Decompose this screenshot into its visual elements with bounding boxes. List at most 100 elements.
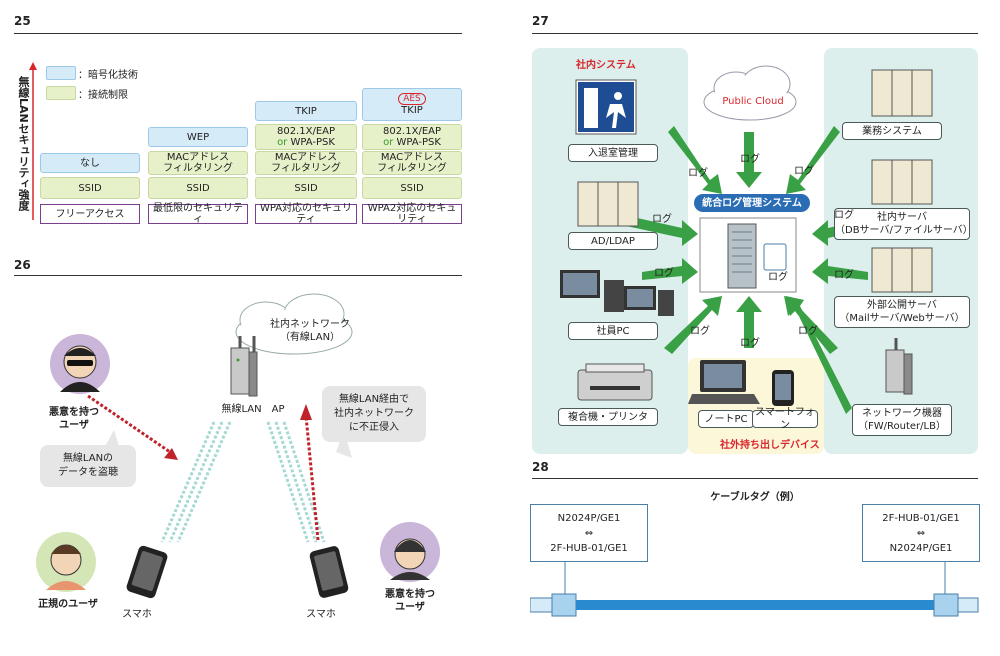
right-tag-arrow: ⇔ [916,527,926,539]
cable-diagram [530,562,979,617]
fig27-number: 27 [532,14,549,28]
col1-ssid: SSID [40,177,140,199]
cable [576,600,934,610]
public-cloud-icon [703,65,797,121]
col4-ssid: SSID [362,177,462,199]
col4-level: WPA2対応のセキュリティ [362,203,462,225]
smartphone-box: スマートフォン [752,407,818,431]
log-label-entry: ログ [688,168,708,179]
central-server-icon [727,223,787,289]
col3-mac-filter: MACアドレス フィルタリング [255,151,357,175]
col4-auth1: 802.1X/EAP [382,126,442,137]
business-system-box: 業務システム [842,122,942,140]
attacker-right-label: 悪意を持つ ユーザ [385,589,435,613]
log-label-network: ログ [798,326,818,337]
printer-icon [577,363,653,401]
right-tag-line2: N2024P/GE1 [889,542,953,554]
internal-server-icon [871,159,933,205]
legend-swatch-connection [46,86,76,100]
legit-user-icon [36,532,96,592]
central-log-system: 統合ログ管理システム [694,194,810,212]
fig25-number: 25 [14,14,31,28]
col3-auth-or: or [277,137,288,148]
log-label-mobile: ログ [740,338,760,349]
left-tag-arrow: ⇔ [584,527,594,539]
cloud-icon [235,293,353,355]
col4-auth2: WPA-PSK [396,137,441,148]
smartphone-right-icon [309,546,349,598]
fig25-rule [14,33,462,34]
ad-ldap-box: AD/LDAP [568,232,658,250]
wireless-attack-diagram [36,293,440,599]
left-tag-line2: 2F-HUB-01/GE1 [550,542,628,554]
col3-level: WPA対応のセキュリティ [255,203,357,225]
col1-level: フリーアクセス [40,204,140,224]
access-point-icon [230,336,258,397]
public-server-box: 外部公開サーバ （Mailサーバ/Webサーバ） [834,296,970,328]
attacker-right-icon [380,522,440,582]
col2-encryption: WEP [148,127,248,147]
col4-encryption: AES TKIP [362,88,462,121]
ad-server-icon [577,181,639,227]
connector-right [957,597,979,613]
network-device-box: ネットワーク機器 （FW/Router/LB） [852,404,952,436]
log-label-printer: ログ [690,326,710,337]
col2-mac-filter: MACアドレス フィルタリング [148,151,248,175]
col4-mac-filter: MACアドレス フィルタリング [362,151,462,175]
fig26-number: 26 [14,258,31,272]
log-label-internal-server: ログ [834,210,854,221]
strength-label: 無線LANセキュリティ強度 [17,76,30,211]
internal-system-title: 社内システム [576,60,636,71]
central-log-label: ログ [768,272,788,283]
col3-auth1: 802.1X/EAP [276,126,336,137]
fig26-rule [14,275,462,276]
col4-tkip: TKIP [401,105,423,116]
log-label-public-server: ログ [834,270,854,281]
connector-left [530,597,553,613]
col3-encryption: TKIP [255,101,357,121]
cable-tag-title: ケーブルタグ（例） [710,492,800,503]
legend-encryption-label: ：暗号化技術 [78,70,138,81]
col2-ssid: SSID [148,177,248,199]
attacker-left-label: 悪意を持つ ユーザ [49,407,99,431]
col4-auth: 802.1X/EAP or WPA-PSK [362,124,462,150]
tag-right [933,593,959,617]
fig27-rule [532,33,978,34]
pc-icon [560,270,674,316]
legend-swatch-encryption [46,66,76,80]
door-exit-icon [575,79,637,135]
phone-right-label: スマホ [306,609,336,620]
smartphone-icon [772,370,794,406]
employee-pc-box: 社員PC [568,322,658,340]
legend-connection-label: ：接続制限 [78,90,128,101]
network-device-icon [885,338,913,395]
tag-left [551,593,577,617]
smartphone-left-icon [126,545,168,599]
attacker-left-icon [50,334,110,394]
fig28-number: 28 [532,460,549,474]
col3-auth: 802.1X/EAP or WPA-PSK [255,124,357,150]
right-tag-line1: 2F-HUB-01/GE1 [882,512,960,524]
col3-ssid: SSID [255,177,357,199]
notebook-box: ノートPC [698,410,754,428]
col2-level: 最低限のセキュリティ [148,203,248,225]
public-cloud-label: Public Cloud [722,96,784,107]
log-label-pc: ログ [654,268,674,279]
strength-arrow [29,62,37,220]
fig28-rule [532,478,978,479]
col4-auth-or: or [383,137,394,148]
bubble-intrusion: 無線LAN経由で 社内ネットワーク に不正侵入 [322,386,426,442]
log-management-diagram [560,65,933,414]
entry-management-box: 入退室管理 [568,144,658,162]
public-server-icon [871,247,933,293]
mobile-devices-title: 社外持ち出しデバイス [720,440,820,451]
bubble-sniffing: 無線LANの データを盗聴 [40,445,136,487]
ap-label: 無線LAN AP [221,404,285,415]
aes-badge: AES [398,93,426,105]
left-tag-line1: N2024P/GE1 [557,512,621,524]
log-label-cloud: ログ [740,154,760,165]
legit-user-label: 正規のユーザ [38,599,98,610]
business-server-icon [871,69,933,117]
col3-auth2: WPA-PSK [290,137,335,148]
log-label-business: ログ [794,166,814,177]
